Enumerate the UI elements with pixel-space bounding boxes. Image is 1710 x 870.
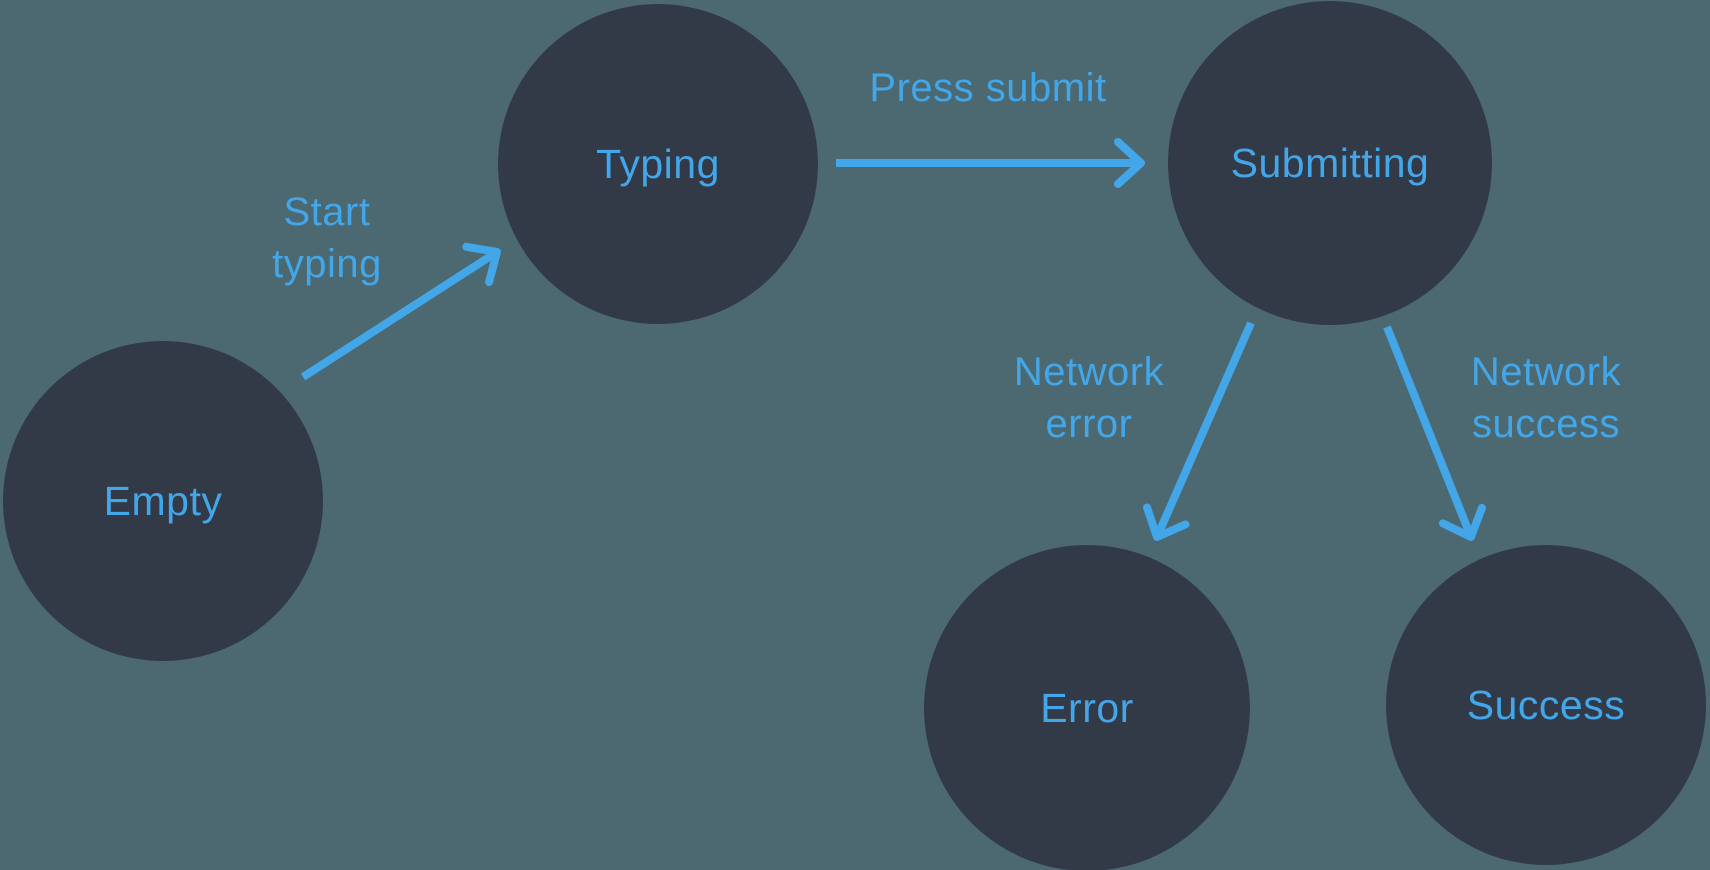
state-label-empty: Empty bbox=[103, 477, 223, 524]
edge-label-line: Press submit bbox=[869, 66, 1107, 110]
state-label-submitting: Submitting bbox=[1230, 139, 1430, 186]
edge-label-line: typing bbox=[272, 242, 382, 286]
edge-label-line: Start bbox=[283, 190, 371, 234]
state-node-typing: Typing bbox=[498, 4, 818, 324]
edge-label-line: error bbox=[1045, 402, 1133, 446]
edge-label-line: Network bbox=[1013, 350, 1165, 394]
state-label-error: Error bbox=[1040, 684, 1134, 731]
edge-label-network-success: Network success bbox=[1386, 346, 1706, 450]
state-node-empty: Empty bbox=[3, 341, 323, 661]
state-label-typing: Typing bbox=[596, 140, 720, 187]
state-label-success: Success bbox=[1466, 681, 1626, 728]
state-node-success: Success bbox=[1386, 545, 1706, 865]
edge-label-network-error: Network error bbox=[929, 346, 1249, 450]
state-node-error: Error bbox=[924, 545, 1250, 870]
edge-label-line: success bbox=[1472, 402, 1620, 446]
state-node-submitting: Submitting bbox=[1168, 1, 1492, 325]
edge-label-start-typing: Start typing bbox=[167, 186, 487, 290]
edge-label-press-submit: Press submit bbox=[828, 62, 1148, 114]
edge-label-line: Network bbox=[1470, 350, 1622, 394]
